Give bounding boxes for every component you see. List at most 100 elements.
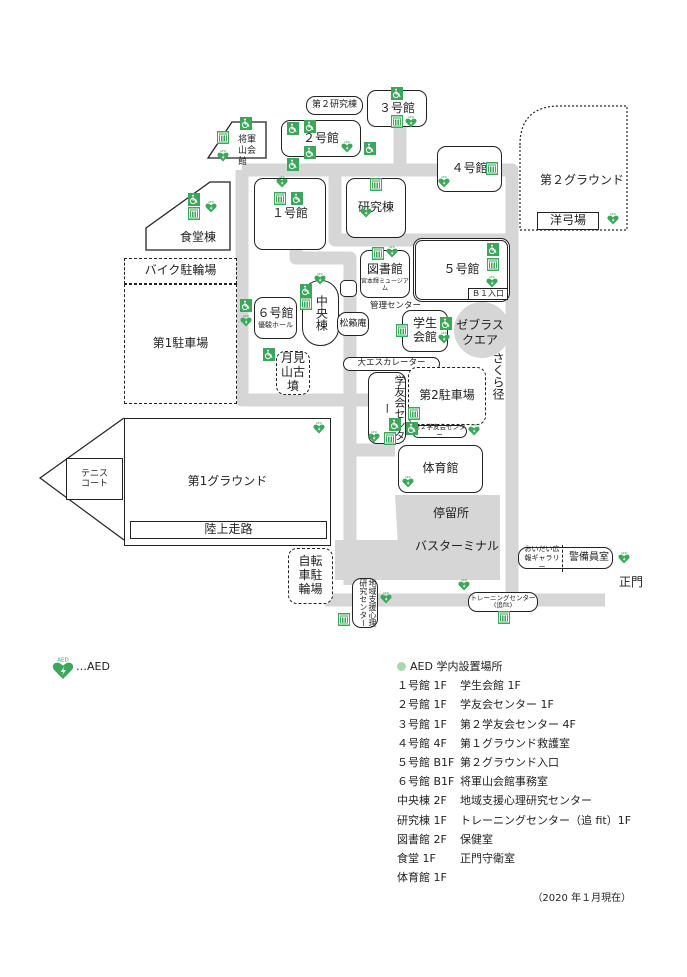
toilet-icon xyxy=(338,613,350,626)
bldg-6[interactable]: ６号館 優駿ホール xyxy=(254,297,297,339)
legend-location: １号館 1F xyxy=(397,679,447,693)
aed-icon xyxy=(386,245,398,258)
bicycle-parking[interactable]: 自転車駐輪場 xyxy=(288,548,333,604)
legend-dot-icon xyxy=(397,662,406,671)
legend-row: ２号館 1F 学友会センター 1F xyxy=(397,695,631,714)
toilet-icon xyxy=(391,115,403,128)
aed-icon xyxy=(360,205,372,218)
legend-row: １号館 1F 学生会館 1F xyxy=(397,676,631,695)
bldg-6-label: ６号館 xyxy=(257,306,294,321)
legend-location: ２号館 1F xyxy=(397,698,447,712)
legend-row: 研究棟 1F トレーニングセンター（追 fit）1F xyxy=(397,811,631,830)
aed-icon xyxy=(368,430,380,443)
aed-icon xyxy=(402,475,414,488)
accessible-toilet-icon xyxy=(263,348,275,361)
gallery-guard[interactable]: おいだい広報ギャラリー 警備員室 xyxy=(518,544,613,572)
aed-icon xyxy=(380,591,392,604)
legend-location: 図書館 2F xyxy=(397,832,447,846)
bus-stop: 停留所 xyxy=(433,506,470,520)
accessible-toilet-icon xyxy=(487,243,499,256)
aed-icon xyxy=(607,212,619,225)
aed-icon xyxy=(438,331,450,344)
toilet-icon xyxy=(217,131,229,144)
zebra-square: ゼブラスクエア xyxy=(456,318,504,347)
accessible-toilet-icon xyxy=(406,422,418,435)
legend-location: ５号館 B1F xyxy=(397,756,455,770)
sakura-path: さくら径 xyxy=(491,352,505,400)
shoraian[interactable]: 松籟庵 xyxy=(337,312,369,336)
hall-label: 優駿ホール xyxy=(258,320,293,329)
aed-icon xyxy=(276,175,288,188)
aed-icon xyxy=(405,115,417,128)
aed-icon xyxy=(468,423,480,436)
legend-location: 地域支援心理研究センター xyxy=(460,794,592,808)
b1-entrance[interactable]: Ｂ１入口 xyxy=(468,288,508,300)
accessible-toilet-icon xyxy=(300,284,312,297)
library[interactable]: 図書館 宮本輝ミュージアム xyxy=(360,250,410,298)
legend-location: トレーニングセンター（追 fit）1F xyxy=(460,813,632,827)
legend-location: 学友会センター 1F xyxy=(460,698,554,712)
shogunyama-label[interactable]: 将軍山会館 xyxy=(238,135,257,167)
museum-label: 宮本輝ミュージアム xyxy=(361,277,409,292)
legend-title-row: AED 学内設置場所 xyxy=(397,657,631,676)
aed-icon xyxy=(438,175,450,188)
toilet-icon xyxy=(370,178,382,191)
legend-location: 学生会館 1F xyxy=(460,679,521,693)
admin-center-box[interactable] xyxy=(340,280,357,297)
legend-location: 第２グラウンド入口 xyxy=(460,756,559,770)
library-label: 図書館 xyxy=(366,262,403,276)
legend-location: 正門守衛室 xyxy=(460,852,515,866)
toilet-icon xyxy=(408,407,420,420)
ground-2[interactable]: 第２グラウンド xyxy=(540,173,625,187)
aed-icon xyxy=(618,551,630,564)
accessible-toilet-icon xyxy=(287,122,299,135)
toilet-icon xyxy=(384,432,396,445)
psych-center[interactable]: 地域支援心理研究センター xyxy=(352,578,378,628)
aed-icon xyxy=(341,140,353,153)
legend-location: 第１グラウンド救護室 xyxy=(460,736,570,750)
legend-row: 食堂 1F 正門守衛室 xyxy=(397,849,631,868)
gym[interactable]: 体育館 xyxy=(398,445,483,493)
toilet-icon xyxy=(372,247,384,260)
tennis-court[interactable]: テニスコート xyxy=(66,458,123,500)
toilet-icon xyxy=(487,258,499,271)
legend-location: ６号館 B1F xyxy=(397,775,455,789)
toilet-icon xyxy=(396,324,408,337)
legend-note: （2020 年１月現在） xyxy=(532,893,632,905)
aed-legend-icon xyxy=(52,656,74,680)
accessible-toilet-icon xyxy=(364,142,376,155)
toilet-icon xyxy=(486,162,498,175)
training-center[interactable]: トレーニングセンター(追fit) xyxy=(468,592,538,612)
accessible-toilet-icon xyxy=(240,117,252,130)
legend-location: 第２学友会センター 4F xyxy=(460,717,576,731)
aed-icon xyxy=(240,314,252,327)
archery-range[interactable]: 洋弓場 xyxy=(537,212,599,230)
guard-room-label: 警備員室 xyxy=(569,552,609,564)
research-bldg-2[interactable]: 第２研究棟 xyxy=(306,96,363,115)
aed-icon xyxy=(458,578,470,591)
legend-location: 研究棟 1F xyxy=(397,813,447,827)
accessible-toilet-icon xyxy=(440,317,452,330)
legend-location: 中央棟 2F xyxy=(397,794,447,808)
parking-2[interactable]: 第2駐車場 xyxy=(408,367,486,425)
cafeteria-label[interactable]: 食堂棟 xyxy=(180,230,217,244)
bike-parking[interactable]: バイク駐輪場 xyxy=(124,258,237,284)
tsukimiyama-tumulus[interactable]: 月見山古墳 xyxy=(276,351,310,395)
club-center-2[interactable]: 第２学友会センター xyxy=(412,423,467,439)
track[interactable]: 陸上走路 xyxy=(130,521,327,539)
legend-row: 中央棟 2F 地域支援心理研究センター xyxy=(397,791,631,810)
bldg-1[interactable]: １号館 xyxy=(254,178,326,250)
parking-1[interactable]: 第1駐車場 xyxy=(124,284,237,404)
aed-icon xyxy=(313,421,325,434)
legend-row: 体育館 1F xyxy=(397,868,631,887)
accessible-toilet-icon xyxy=(391,87,403,100)
legend-title: AED 学内設置場所 xyxy=(410,660,503,673)
legend-location: 食堂 1F xyxy=(397,852,436,866)
aed-legend-label: …AED xyxy=(76,660,110,673)
gallery-label: おいだい広報ギャラリー xyxy=(522,544,563,572)
